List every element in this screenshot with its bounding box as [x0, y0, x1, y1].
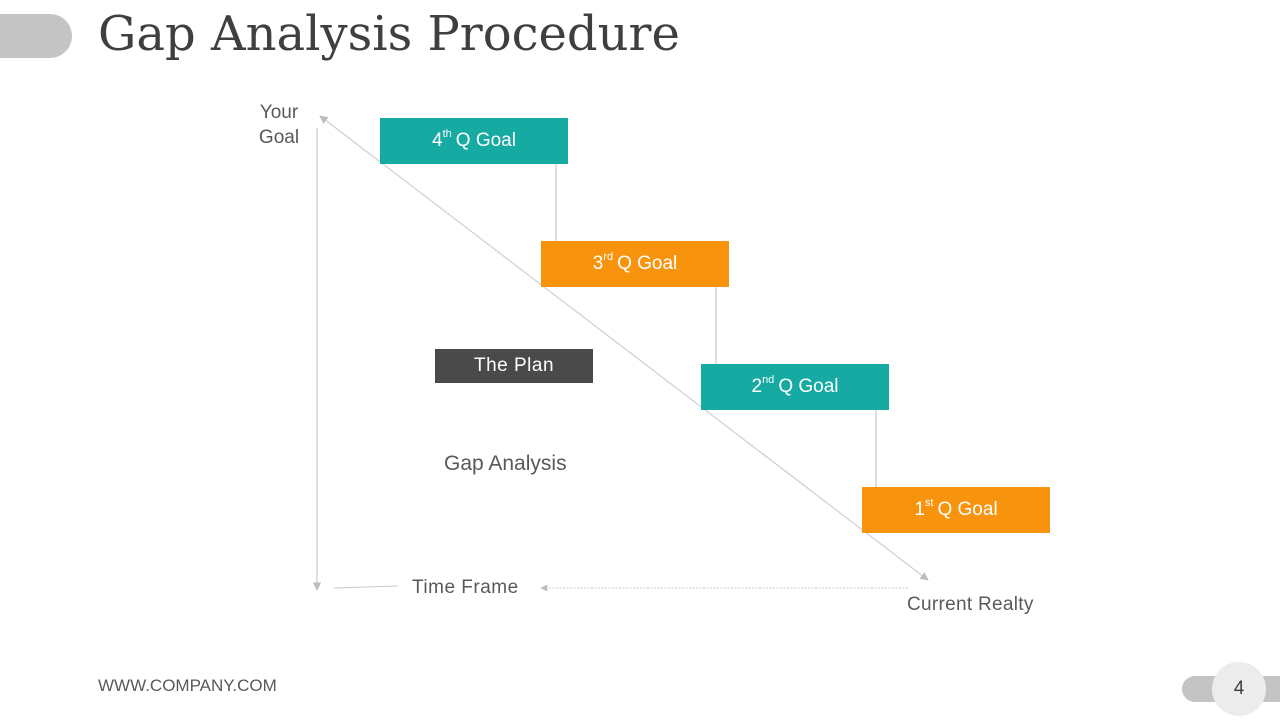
diagonal-trend-arrow — [319, 115, 929, 581]
time-frame-label: Time Frame — [412, 577, 519, 598]
your-goal-label: Your Goal — [258, 102, 300, 148]
goal-q1-text: Q Goal — [937, 499, 998, 520]
goal-q1-ordinal: 1 — [914, 499, 925, 520]
the-plan-box: The Plan — [435, 349, 593, 383]
goal-q4-text: Q Goal — [455, 130, 516, 151]
gap-analysis-label: Gap Analysis — [444, 452, 567, 475]
goal-q2-ordinal: 2 — [751, 376, 763, 397]
time-frame-line-left — [333, 585, 399, 589]
footer-url[interactable]: WWW.COMPANY.COM — [98, 676, 277, 695]
title-accent-tab — [0, 14, 72, 58]
goal-q2-text: Q Goal — [778, 376, 839, 397]
current-realty-label: Current Realty — [907, 594, 1034, 615]
page-number: 4 — [1212, 662, 1266, 716]
goal-q3-ordinal: 3 — [592, 253, 604, 274]
slide-title: Gap Analysis Procedure — [98, 6, 680, 62]
goal-q4-ordinal: 4 — [432, 130, 443, 151]
goal-q3-text: Q Goal — [617, 253, 678, 274]
